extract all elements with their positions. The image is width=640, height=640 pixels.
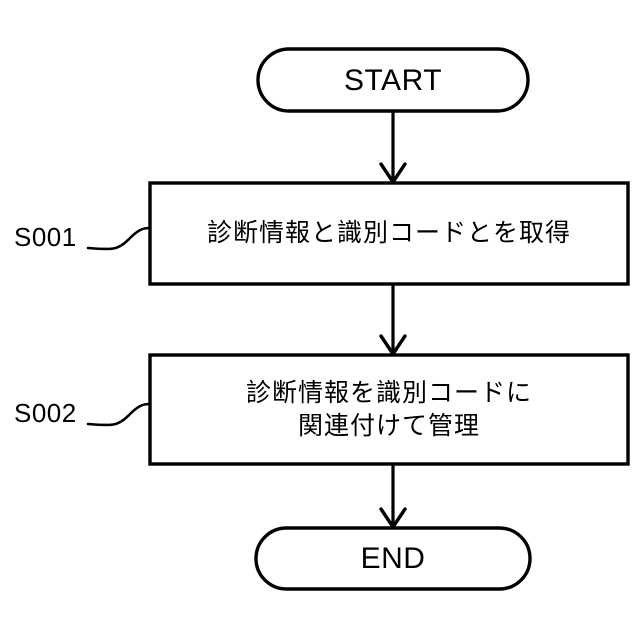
connector-s001-to-s002 (379, 284, 407, 356)
arrowhead-icon (379, 334, 407, 356)
node-s002-shape[interactable] (148, 353, 630, 466)
node-start-shape[interactable] (256, 47, 530, 113)
leader-line-s001 (86, 226, 152, 251)
step-label-s002: S002 (14, 398, 77, 428)
arrowhead-icon (379, 507, 407, 529)
connector-s002-to-end (379, 464, 407, 529)
node-end-shape[interactable] (254, 526, 532, 591)
step-label-s001: S001 (14, 222, 77, 252)
leader-line-s002 (86, 402, 152, 427)
connector-start-to-s001 (379, 111, 407, 184)
arrowhead-icon (379, 162, 407, 184)
node-s001-shape[interactable] (148, 181, 630, 286)
